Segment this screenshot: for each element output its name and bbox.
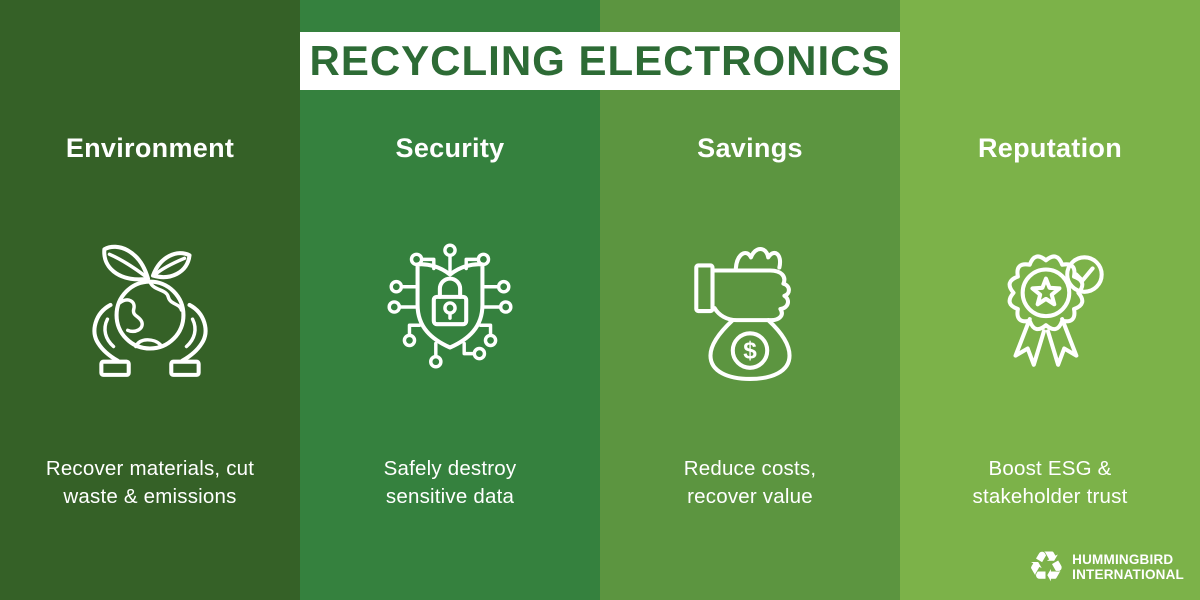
column-description: Boost ESG & stakeholder trust (972, 457, 1128, 508)
shield-lock-circuit-icon (387, 243, 513, 369)
award-badge-check-icon (1007, 254, 1104, 367)
column-reputation: Reputation Boost ESG & stakeholder trust (900, 0, 1200, 600)
svg-text:$: $ (743, 338, 757, 365)
column-description: Safely destroy sensitive data (383, 457, 517, 508)
column-header: Security (395, 133, 505, 163)
column-savings: Savings $ Reduce costs, recover value (600, 0, 900, 600)
hands-holding-earth-icon (92, 244, 208, 377)
column-header: Environment (65, 133, 235, 163)
column-environment: Environment (0, 0, 300, 600)
column-description: Reduce costs, recover value (683, 457, 817, 508)
title-banner: RECYCLING ELECTRONICS (300, 32, 900, 90)
column-description: Recover materials, cut waste & emissions (45, 457, 255, 508)
column-header: Reputation (978, 133, 1122, 163)
page-title: RECYCLING ELECTRONICS (309, 37, 891, 84)
money-bag-icon: $ (694, 246, 792, 381)
brand-logo: ♻ HUMMINGBIRD INTERNATIONAL (1028, 546, 1185, 588)
brand-name: HUMMINGBIRD INTERNATIONAL (1072, 552, 1184, 582)
column-header: Savings (697, 133, 803, 163)
recycle-hummingbird-logo-icon: ♻ (1027, 542, 1066, 591)
column-security: Security (300, 0, 600, 600)
